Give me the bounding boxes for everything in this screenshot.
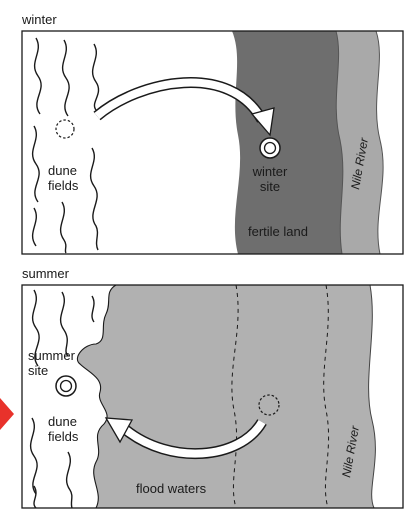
nile-river	[336, 31, 384, 254]
summer-dune-label-1: dune	[48, 414, 77, 429]
river-left-bank	[335, 30, 344, 255]
river-right-bank	[375, 30, 384, 255]
summer-east-bank	[368, 285, 403, 508]
summer-title: summer	[22, 266, 70, 281]
winter-site-label-2: site	[260, 179, 280, 194]
former-river-edge	[323, 284, 330, 509]
flood-edge	[76, 284, 117, 509]
winter-panel: dune fields winter site fertile land Nil…	[21, 30, 404, 255]
flood-waters-label: flood waters	[136, 481, 207, 496]
winter-dune-label-1: dune	[48, 163, 77, 178]
fertile-land	[232, 31, 343, 254]
summer-site-label-2: site	[28, 363, 48, 378]
winter-dunes	[31, 37, 100, 254]
fertile-land-label: fertile land	[248, 224, 308, 239]
summer-river-edge	[368, 284, 376, 509]
summer-frame	[21, 284, 404, 509]
summer-former-site-marker	[258, 394, 280, 416]
winter-arrowhead	[250, 107, 275, 137]
winter-title: winter	[21, 12, 57, 27]
summer-site-label-1: summer	[28, 348, 76, 363]
winter-dune-label-2: fields	[48, 178, 79, 193]
winter-site-label-1: winter	[252, 164, 288, 179]
winter-frame	[21, 30, 404, 255]
winter-site-marker	[259, 137, 281, 159]
summer-dune-label-2: fields	[48, 429, 79, 444]
summer-site-marker	[55, 375, 77, 397]
summer-dunes	[29, 289, 95, 509]
summer-arrowhead	[104, 417, 134, 444]
winter-former-site-marker	[55, 119, 75, 139]
pointer-triangle	[0, 398, 14, 430]
former-land-edge	[231, 284, 239, 509]
flood-waters	[77, 285, 376, 508]
summer-panel: summer site dune fields flood waters Nil…	[21, 284, 404, 509]
